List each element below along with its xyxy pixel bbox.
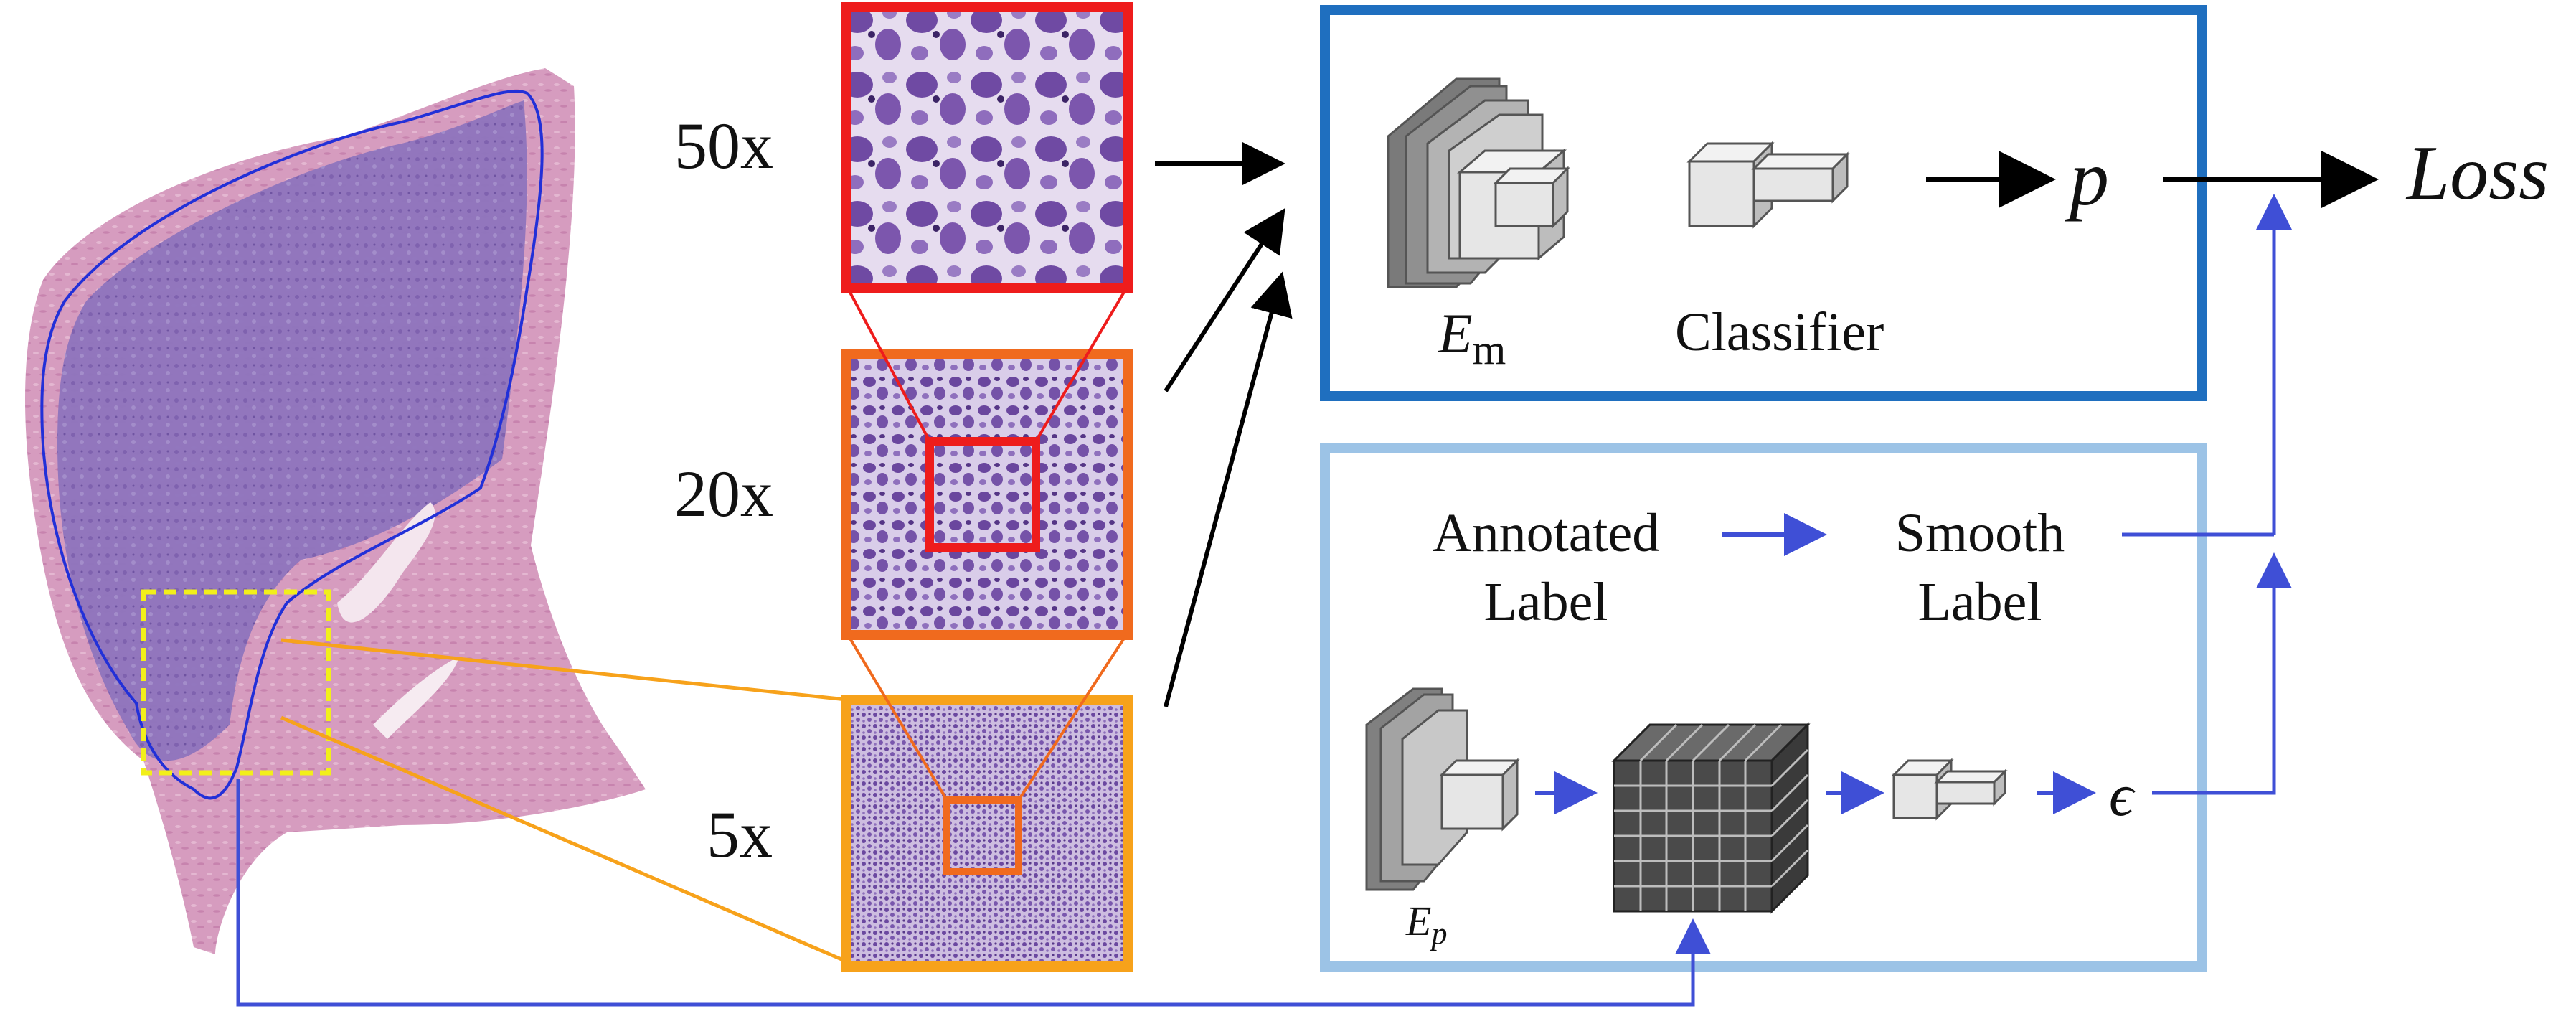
zoom-connector-line: [280, 715, 847, 964]
epsilon-label: ϵ: [2109, 762, 2133, 829]
roi-dashed-box: [141, 589, 331, 776]
encoder-p-label: Ep: [1406, 897, 1447, 952]
zoom-connector-line: [280, 638, 847, 702]
tissue-purple-region: [57, 100, 527, 761]
encoder-p-label-base: E: [1406, 898, 1432, 944]
patch-5x-inner-box: [943, 796, 1022, 875]
tissue-vessel: [373, 657, 459, 739]
encoder-p-label-sub: p: [1431, 916, 1448, 951]
smooth-label-text: Smooth Label: [1851, 499, 2109, 636]
tumor-annotation-outline: [40, 90, 544, 800]
tissue-vessel: [337, 502, 435, 623]
annotated-label-line1: Annotated: [1432, 503, 1660, 563]
encoder-m-icon: [1387, 77, 1570, 288]
smooth-label-line2: Label: [1917, 572, 2042, 632]
encoder-m-label-base: E: [1438, 302, 1473, 365]
classifier-label: Classifier: [1675, 302, 1884, 362]
encoder-m-label: Em: [1438, 301, 1506, 375]
encoder-p-icon: [1365, 687, 1520, 891]
prediction-p-label: p: [2070, 134, 2109, 222]
noise-head-icon: [1891, 758, 2008, 821]
patch-50x: [841, 2, 1133, 293]
classifier-icon: [1686, 141, 1850, 229]
smooth-label-line1: Smooth: [1895, 503, 2065, 563]
annotated-label-line2: Label: [1483, 572, 1608, 632]
arrow-epsilon-to-junction: [2152, 552, 2292, 795]
magnification-5x-label: 5x: [707, 798, 773, 871]
magnification-50x-label: 50x: [674, 109, 773, 182]
zoom-connector-line: [1017, 634, 1128, 801]
arrow-20x-to-model: [1164, 207, 1285, 392]
loss-label: Loss: [2407, 131, 2549, 216]
magnification-20x-label: 20x: [674, 457, 773, 530]
zoom-connector-line: [846, 288, 931, 442]
zoom-connector-line: [846, 634, 948, 801]
whole-slide-image: [25, 68, 646, 954]
annotated-label-text: Annotated Label: [1388, 499, 1704, 636]
patch-20x-inner-box: [925, 437, 1040, 552]
arrow-5x-to-model: [1164, 271, 1293, 707]
feature-cube-icon: [1611, 722, 1811, 914]
arrow-tumor-to-feature-cube: [236, 779, 1711, 1007]
encoder-m-label-sub: m: [1472, 326, 1506, 374]
zoom-connector-line: [1034, 287, 1128, 443]
patch-20x: [841, 349, 1133, 640]
patch-5x: [841, 695, 1133, 972]
